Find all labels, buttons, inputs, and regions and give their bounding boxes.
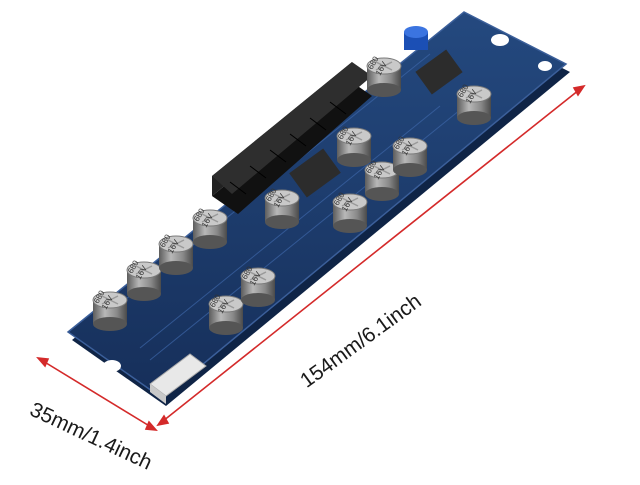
blue-capacitor — [404, 26, 428, 50]
width-dimension-line — [36, 357, 158, 431]
inductor — [415, 49, 463, 95]
length-dimension-line — [156, 84, 586, 427]
white-connector — [149, 353, 207, 404]
inductor — [289, 148, 341, 198]
atx-24pin-connector — [212, 62, 372, 214]
circuit-board — [66, 11, 570, 406]
